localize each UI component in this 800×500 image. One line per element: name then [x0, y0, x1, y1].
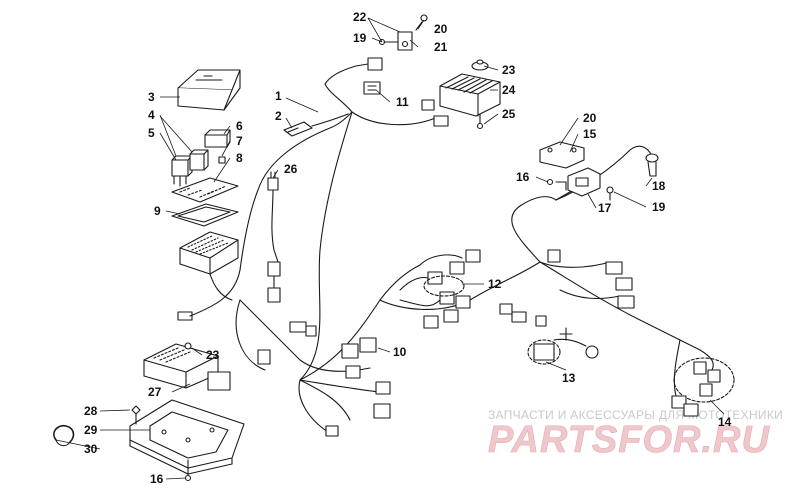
callout-23-lower: 23	[206, 348, 220, 362]
mounting-plate	[129, 399, 245, 482]
callout-5: 5	[148, 126, 155, 140]
sensor-26	[267, 171, 281, 303]
callout-17: 17	[598, 201, 612, 215]
voltage-regulator	[421, 73, 501, 127]
callout-11: 11	[396, 95, 409, 109]
callout-1: 1	[275, 89, 282, 103]
callout-21: 21	[434, 40, 448, 54]
callout-8: 8	[236, 151, 243, 165]
callout-2: 2	[275, 109, 282, 123]
callout-27: 27	[148, 385, 162, 399]
bracket-right	[539, 141, 614, 201]
connector-cluster-10	[257, 321, 391, 437]
switch-18	[645, 153, 659, 177]
callout-24: 24	[502, 83, 516, 97]
callout-20-right: 20	[583, 111, 597, 125]
callout-19-right: 19	[652, 200, 666, 214]
fastener-28	[131, 405, 141, 425]
connector-cluster-14	[671, 339, 735, 417]
fasteners-upper	[471, 59, 489, 130]
relays	[171, 129, 231, 187]
callout-23-top: 23	[502, 63, 516, 77]
callout-30: 30	[84, 442, 98, 456]
fuse-box-cover	[177, 69, 241, 111]
bracket-top	[378, 14, 428, 51]
callout-16-lower: 16	[150, 472, 164, 486]
callout-7: 7	[236, 134, 243, 148]
clip-ring	[53, 424, 75, 447]
callouts: 1 2 3 4 5 6 7 8 9 26 11 22 19 20 21 23 2…	[84, 10, 732, 486]
callout-18: 18	[652, 179, 666, 193]
callout-20-top: 20	[434, 22, 448, 36]
callout-16-right: 16	[516, 170, 530, 184]
callout-4: 4	[148, 108, 155, 122]
watermark-subtitle: ЗАПЧАСТИ И АКСЕССУАРЫ ДЛЯ МОТОТЕХНИКИ	[488, 408, 783, 422]
connectors-right	[499, 249, 635, 327]
connector-13	[527, 327, 599, 365]
callout-15: 15	[583, 127, 597, 141]
callout-26: 26	[284, 162, 298, 176]
connector-cluster-12	[399, 249, 481, 329]
small-connector	[177, 311, 193, 321]
callout-13: 13	[562, 371, 576, 385]
callout-14: 14	[718, 415, 732, 429]
ecu-module	[143, 342, 231, 391]
callout-3: 3	[148, 90, 155, 104]
callout-10: 10	[393, 345, 407, 359]
watermark-brand: PARTSFOR.RU	[488, 419, 770, 461]
connector-11	[355, 57, 383, 95]
callout-6: 6	[236, 119, 243, 133]
fuse-board	[171, 177, 239, 203]
connector-pair-upper	[283, 113, 349, 137]
callout-28: 28	[84, 404, 98, 418]
callout-9: 9	[154, 204, 161, 218]
callout-25: 25	[502, 107, 516, 121]
callout-19-top: 19	[353, 31, 367, 45]
watermark: ЗАПЧАСТИ И АКСЕССУАРЫ ДЛЯ МОТОТЕХНИКИ PA…	[488, 408, 783, 461]
leader-lines	[55, 17, 725, 480]
gasket	[171, 203, 239, 227]
callout-29: 29	[84, 423, 98, 437]
callout-22: 22	[353, 10, 367, 24]
fuse-box-base	[179, 231, 239, 301]
callout-12: 12	[488, 277, 502, 291]
